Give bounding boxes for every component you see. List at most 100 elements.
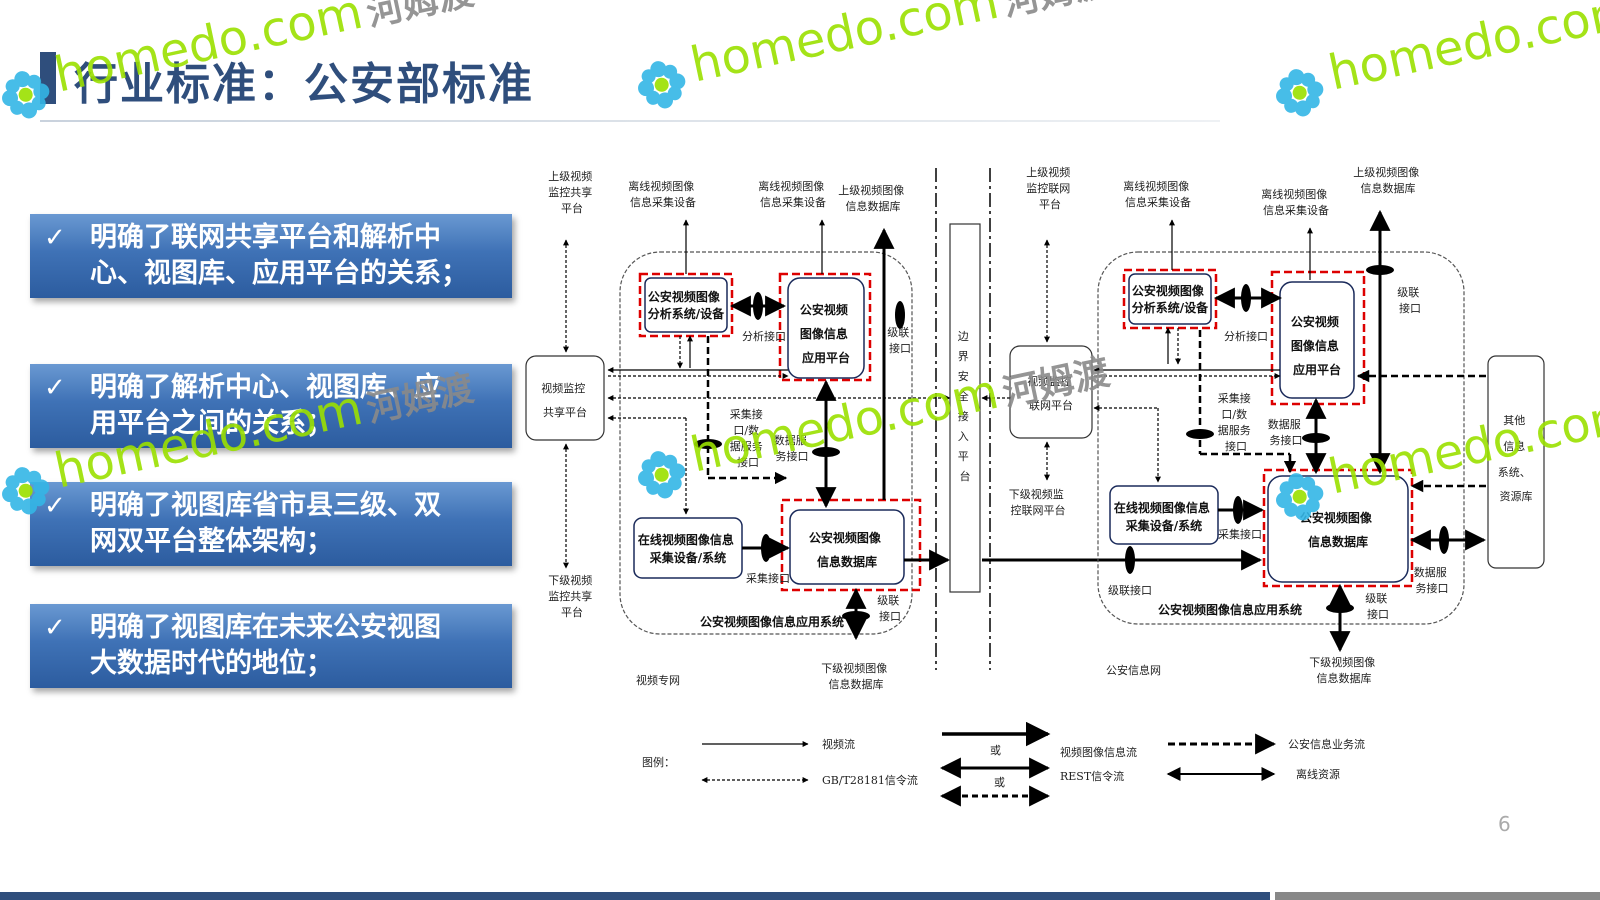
left-interface-markers	[694, 292, 905, 621]
right-lower-platform-label: 下级视频监 控联网平台	[1009, 487, 1068, 517]
left-analysis-system-box	[644, 277, 728, 333]
right-network-label: 公安信息网	[1106, 663, 1161, 677]
border-connectors	[981, 395, 1263, 571]
left-analysis-system-label: 公安视频图像 分析系统/设备	[648, 289, 725, 321]
title-accent-bar	[40, 52, 56, 104]
footer-bar	[0, 892, 1270, 900]
legend-or-1: 或	[990, 744, 1001, 757]
legend-gb-signal: GB/T28181信令流	[822, 773, 918, 787]
right-data-service-if2-label: 数据服 务接口	[1414, 565, 1451, 595]
left-lower-platform-label: 下级视频 监控共享 平台	[548, 573, 596, 619]
right-app-platform-label: 公安视频 图像信息 应用平台	[1291, 314, 1343, 377]
right-upper-platform-label: 上级视频 监控联网 平台	[1026, 165, 1074, 211]
right-interface-markers	[1125, 265, 1449, 613]
left-app-platform-label: 公安视频 图像信息 应用平台	[800, 302, 852, 365]
legend-lines	[701, 721, 1277, 807]
page-number: 6	[1498, 812, 1511, 836]
other-info-systems-label: 其他 信息 系统、 资源库	[1498, 414, 1535, 503]
legend-image-info-stream: 视频图像信息流	[1060, 745, 1137, 759]
right-system-name: 公安视频图像信息应用系统	[1158, 602, 1302, 617]
right-analysis-if-label: 分析接口	[1224, 329, 1268, 343]
left-offline-device-2-label: 离线视频图像 信息采集设备	[758, 179, 828, 209]
watermark-flower-icon	[1275, 68, 1324, 116]
right-cascade-if3-label: 级联 接口	[1365, 592, 1391, 621]
watermark-logo: homedo.com	[1264, 0, 1600, 125]
watermark-domain: homedo.com	[685, 0, 1004, 94]
left-system-boundary	[619, 251, 913, 635]
legend-offline-resource: 离线资源	[1296, 767, 1340, 781]
legend-or-2: 或	[994, 776, 1005, 789]
left-upper-db-label: 上级视频图像 信息数据库	[838, 183, 908, 213]
legend-rest-signal: REST信令流	[1060, 769, 1124, 783]
bullet-1-line2: 心、视图库、应用平台的关系；	[90, 258, 468, 289]
architecture-diagram: 上级视频 监控共享 平台 离线视频图像 信息采集设备 离线视频图像 信息采集设备…	[525, 165, 1545, 807]
left-connectors	[563, 219, 951, 641]
right-net-platform-box	[1009, 345, 1093, 439]
left-analysis-if-label: 分析接口	[742, 329, 786, 343]
watermark-domain: homedo.com	[1323, 0, 1600, 102]
left-upper-platform-label: 上级视频 监控共享 平台	[548, 169, 596, 215]
bullet-3: ✓ 明确了视图库省市县三级、双 网双平台整体架构；	[30, 482, 512, 566]
left-online-device-box	[633, 517, 743, 579]
bullet-3-line2: 网双平台整体架构；	[90, 526, 333, 557]
check-icon: ✓	[44, 491, 66, 521]
title-divider	[40, 120, 1220, 122]
right-collect-if-label: 采集接 口/数 据服务 接口	[1218, 391, 1255, 453]
right-cascade-if2-label: 级联接口	[1108, 584, 1152, 597]
page-title: 行业标准：公安部标准	[74, 59, 534, 110]
right-analysis-system-box	[1128, 273, 1212, 325]
left-offline-device-1-label: 离线视频图像 信息采集设备	[628, 179, 698, 209]
bullet-4: ✓ 明确了视图库在未来公安视图 大数据时代的地位；	[30, 604, 512, 688]
check-icon: ✓	[44, 373, 66, 403]
right-system-boundary	[1097, 251, 1465, 625]
right-analysis-system-label: 公安视频图像 分析系统/设备	[1132, 283, 1209, 315]
right-lower-db-label: 下级视频图像 信息数据库	[1309, 655, 1379, 685]
left-cascade-if2-label: 级联 接口	[877, 594, 903, 623]
watermark-logo: homedo.com 河姆渡	[626, 0, 1116, 118]
footer-bar-right	[1275, 892, 1600, 900]
check-icon: ✓	[44, 223, 66, 253]
right-offline-device-1-label: 离线视频图像 信息采集设备	[1123, 179, 1193, 209]
left-info-db-box	[789, 509, 905, 585]
legend-label: 图例：	[642, 755, 675, 769]
bullet-4-line2: 大数据时代的地位；	[90, 648, 333, 679]
left-share-platform-box	[525, 355, 605, 441]
right-data-service-if-label: 数据服 务接口	[1268, 417, 1305, 447]
right-info-db-label: 公安视频图像 信息数据库	[1300, 510, 1376, 549]
bullet-4-line1: 明确了视图库在未来公安视图	[90, 612, 441, 643]
watermark-cn: 河姆渡	[999, 0, 1113, 25]
border-security-platform-label: 边 界 安 全 接 入 平 台	[958, 330, 973, 483]
right-info-db-box	[1267, 475, 1409, 583]
left-collect-if-label: 采集接 口/数 据服务 接口	[730, 407, 767, 469]
legend-video-stream: 视频流	[822, 737, 855, 751]
right-cascade-if-label: 级联 接口	[1397, 286, 1423, 315]
other-info-systems-box	[1487, 355, 1545, 569]
left-lower-db-label: 下级视频图像 信息数据库	[821, 661, 891, 691]
bullet-3-line1: 明确了视图库省市县三级、双	[90, 490, 441, 521]
left-online-device-label: 在线视频图像信息 采集设备/系统	[638, 532, 738, 565]
left-share-platform-label: 视频监控 共享平台	[541, 381, 589, 419]
border-security-platform-box	[949, 223, 981, 593]
bullet-2-line1: 明确了解析中心、视图库、应	[90, 372, 441, 403]
left-info-db-label: 公安视频图像 信息数据库	[809, 530, 885, 569]
watermark-flower-icon	[637, 60, 686, 108]
left-data-service-if-label: 数据服 务接口	[774, 433, 811, 463]
right-online-device-label: 在线视频图像信息 采集设备/系统	[1114, 500, 1214, 533]
bullet-2: ✓ 明确了解析中心、视图库、应 用平台之间的关系；	[30, 364, 512, 448]
right-upper-db-label: 上级视频图像 信息数据库	[1353, 165, 1423, 195]
bullet-2-line2: 用平台之间的关系；	[90, 408, 333, 439]
check-icon: ✓	[44, 613, 66, 643]
bullet-1: ✓ 明确了联网共享平台和解析中 心、视图库、应用平台的关系；	[30, 214, 512, 298]
left-network-label: 视频专网	[636, 673, 680, 687]
left-collect-if2-label: 采集接口	[746, 571, 790, 585]
left-cascade-if-label: 级联 接口	[887, 326, 913, 355]
right-collect-if2-label: 采集接口	[1218, 527, 1262, 541]
right-online-device-box	[1109, 485, 1219, 545]
right-net-platform-label: 视频监控 联网平台	[1027, 374, 1075, 412]
watermark-cn: 河姆渡	[363, 0, 478, 35]
left-app-platform-box	[787, 277, 865, 379]
left-system-name: 公安视频图像信息应用系统	[700, 614, 844, 629]
legend-biz-stream: 公安信息业务流	[1288, 737, 1365, 751]
bullet-1-line1: 明确了联网共享平台和解析中	[90, 222, 441, 253]
right-offline-device-2-label: 离线视频图像 信息采集设备	[1261, 187, 1331, 217]
